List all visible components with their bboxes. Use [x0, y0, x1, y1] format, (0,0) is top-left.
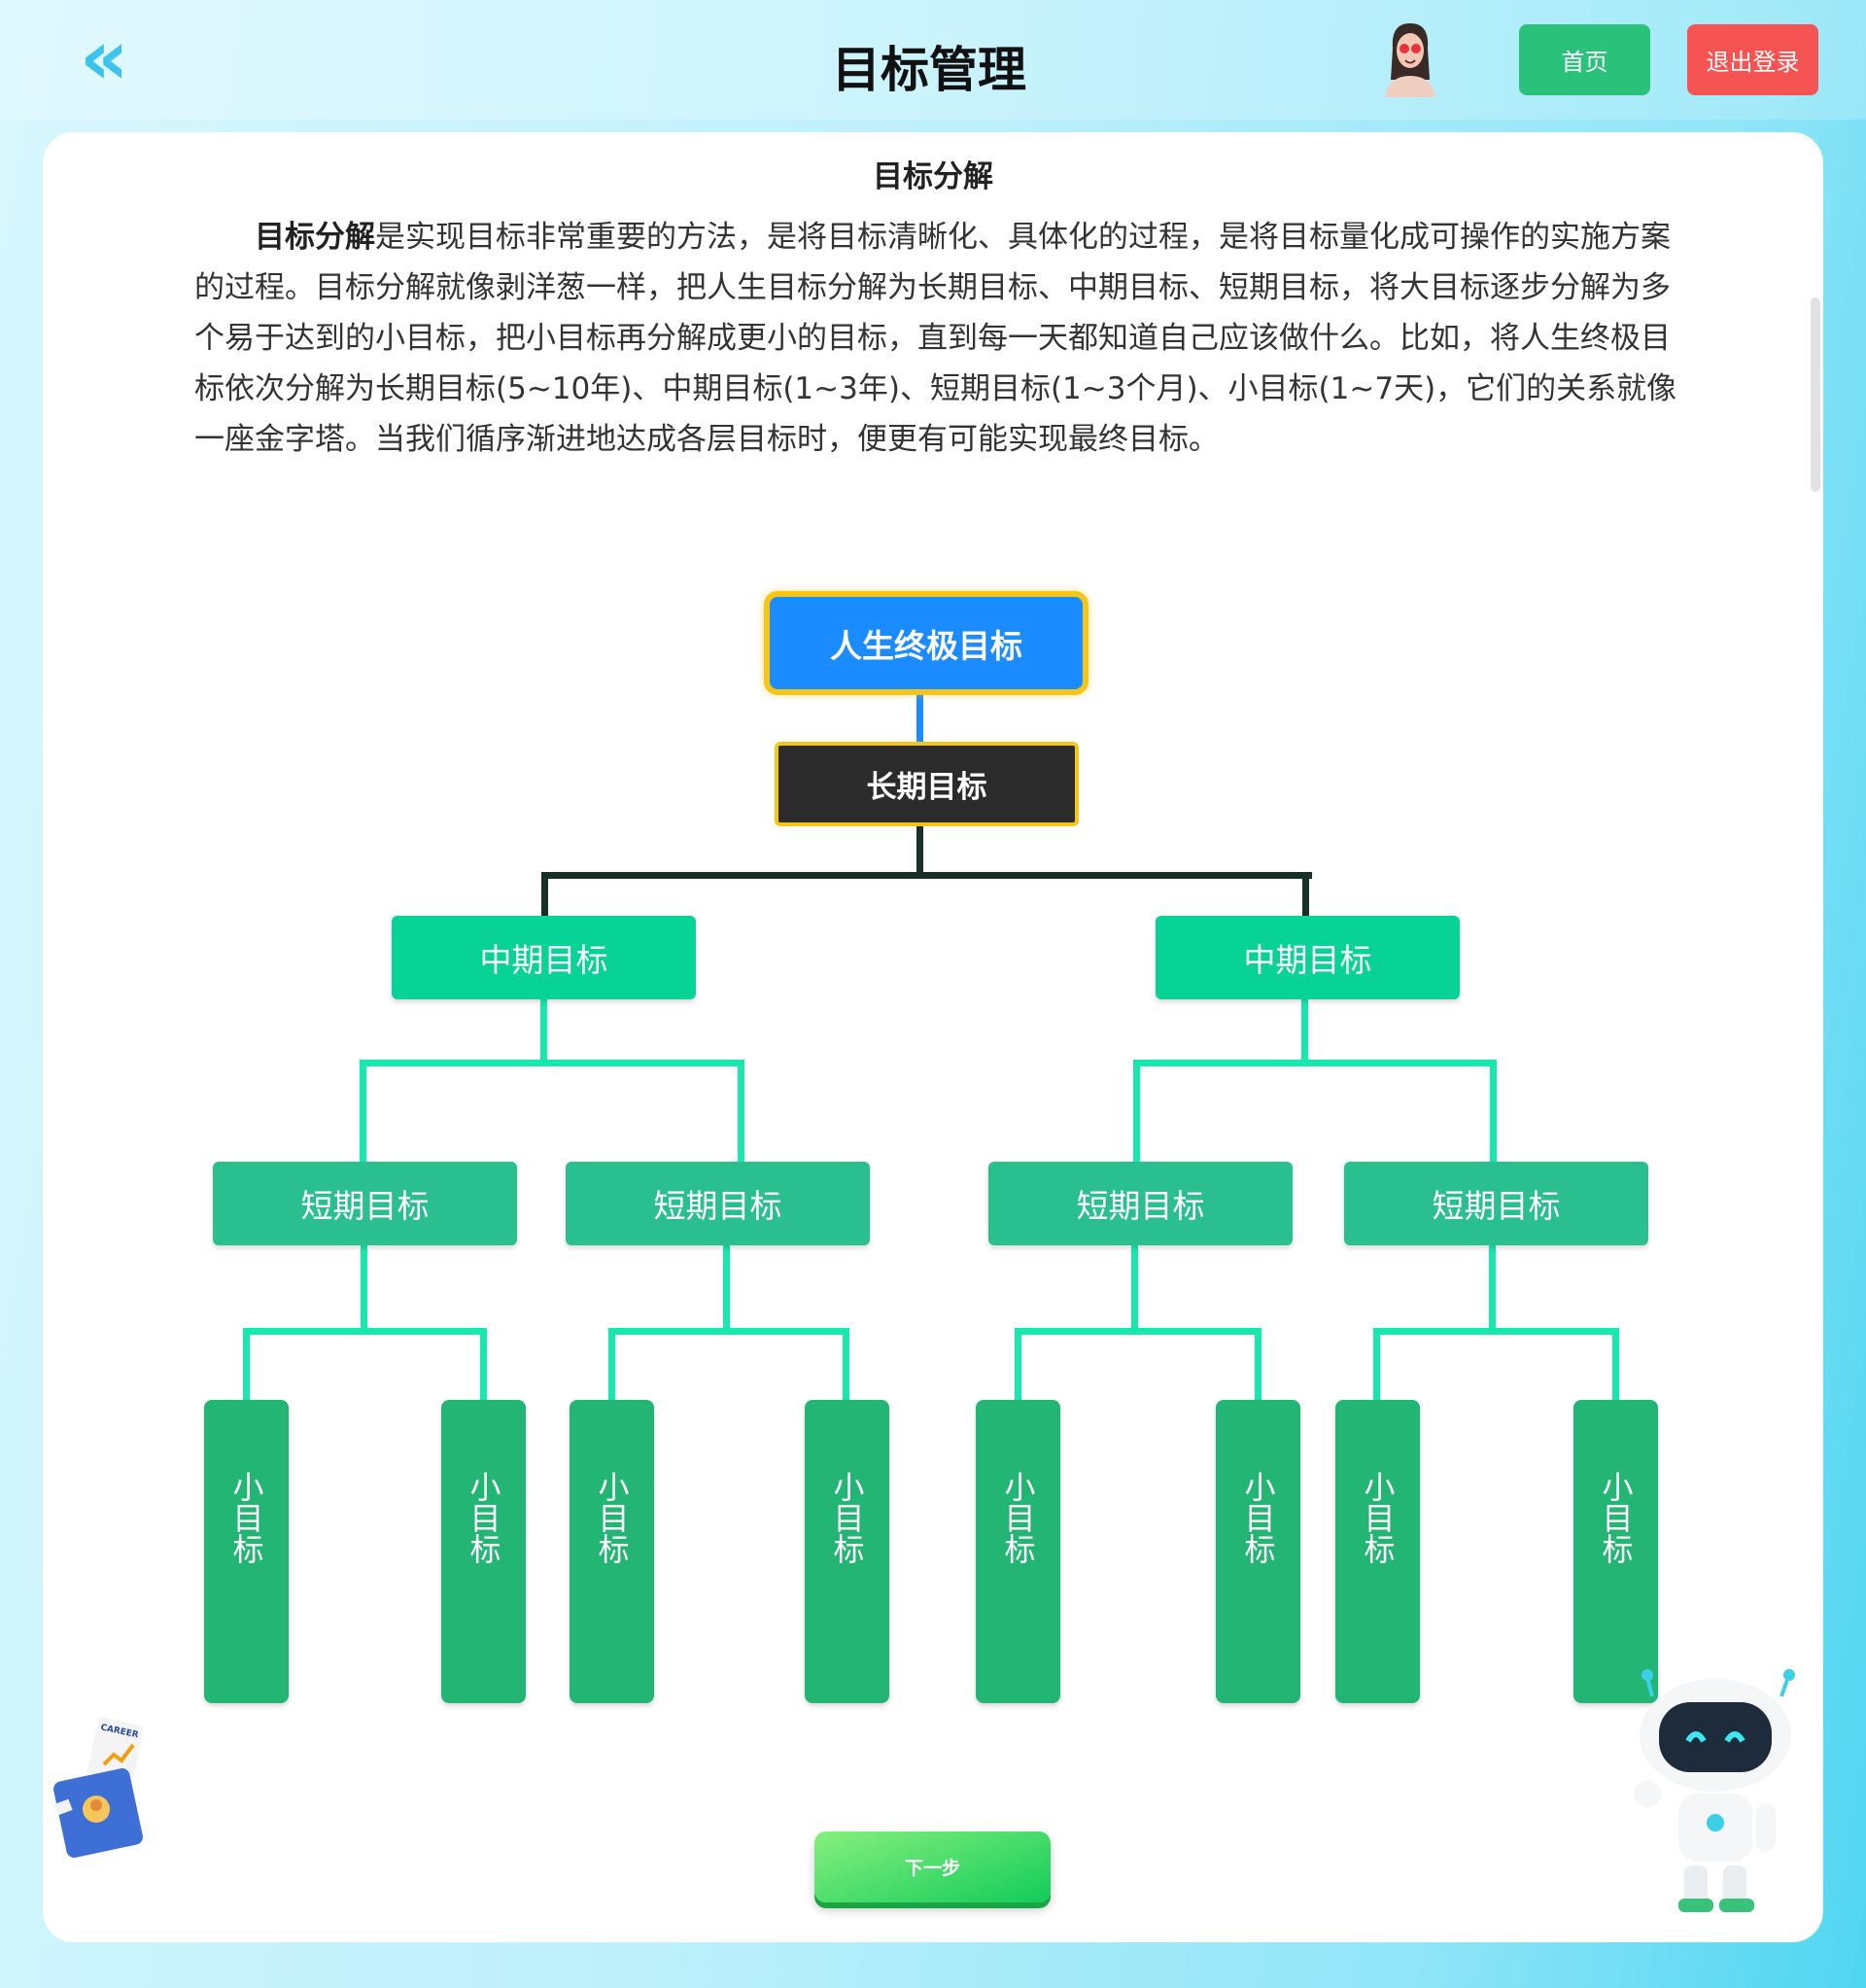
double-chevron-left-icon[interactable]: « [80, 15, 128, 102]
scrollbar[interactable] [1811, 297, 1820, 492]
page-title: 目标管理 [832, 42, 1026, 98]
node-short-term-goal: 短期目标 [988, 1162, 1293, 1245]
connector [480, 1328, 487, 1400]
connector [723, 1245, 730, 1333]
intro-body: 是实现目标非常重要的方法，是将目标清晰化、具体化的过程，是将目标量化成可操作的实… [194, 220, 1677, 457]
node-mid-term-goal: 中期目标 [392, 916, 696, 999]
intro-paragraph: 目标分解是实现目标非常重要的方法，是将目标清晰化、具体化的过程，是将目标量化成可… [194, 212, 1691, 465]
node-short-term-goal: 短期目标 [1344, 1162, 1648, 1245]
node-long-term-goal: 长期目标 [775, 742, 1079, 826]
connector [1373, 1328, 1380, 1400]
connector [1490, 1060, 1497, 1162]
connector [360, 1060, 744, 1066]
small-goal-label: 小目标 [828, 1471, 866, 1564]
node-small-goal: 小目标 [1335, 1400, 1420, 1703]
node-small-goal: 小目标 [976, 1400, 1060, 1703]
next-step-button[interactable]: 下一步 [814, 1831, 1051, 1902]
connector [916, 695, 923, 742]
logout-button[interactable]: 退出登录 [1687, 24, 1818, 95]
node-small-goal: 小目标 [570, 1400, 654, 1703]
avatar[interactable] [1375, 19, 1445, 97]
connector [1301, 999, 1308, 1065]
connector [540, 999, 547, 1065]
connector [1015, 1328, 1261, 1335]
small-goal-label: 小目标 [593, 1471, 631, 1564]
connector [360, 1060, 366, 1162]
small-goal-label: 小目标 [227, 1471, 265, 1564]
connector [608, 1328, 615, 1400]
node-small-goal: 小目标 [1573, 1400, 1658, 1703]
node-short-term-goal: 短期目标 [213, 1162, 517, 1245]
connector [243, 1328, 250, 1400]
connector [1612, 1328, 1619, 1400]
small-goal-label: 小目标 [1359, 1471, 1397, 1564]
node-ultimate-goal: 人生终极目标 [764, 591, 1088, 695]
home-button[interactable]: 首页 [1519, 24, 1650, 95]
node-small-goal: 小目标 [204, 1400, 289, 1703]
connector [1489, 1245, 1496, 1333]
connector [1131, 1245, 1138, 1333]
small-goal-label: 小目标 [1597, 1471, 1635, 1564]
connector [1015, 1328, 1021, 1400]
robot-illustration [1618, 1648, 1803, 1920]
connector [1373, 1328, 1619, 1335]
connector [916, 826, 923, 877]
node-short-term-goal: 短期目标 [566, 1162, 870, 1245]
connector [361, 1245, 367, 1333]
connector [843, 1328, 849, 1400]
node-mid-term-goal: 中期目标 [1156, 916, 1460, 999]
node-small-goal: 小目标 [441, 1400, 526, 1703]
small-goal-label: 小目标 [999, 1471, 1037, 1564]
small-goal-label: 小目标 [1239, 1471, 1277, 1564]
connector [1133, 1060, 1140, 1162]
node-small-goal: 小目标 [1216, 1400, 1300, 1703]
connector [541, 872, 548, 916]
connector [243, 1328, 487, 1335]
connector [1133, 1060, 1497, 1066]
content-card [43, 132, 1823, 1942]
connector [608, 1328, 849, 1335]
connector [541, 872, 1312, 879]
connector [1302, 872, 1309, 916]
small-goal-label: 小目标 [465, 1471, 502, 1564]
connector [1255, 1328, 1261, 1400]
connector [738, 1060, 744, 1162]
node-small-goal: 小目标 [805, 1400, 889, 1703]
passport-illustration: CAREER [53, 1716, 151, 1862]
intro-lead: 目标分解 [255, 220, 375, 255]
section-heading: 目标分解 [873, 159, 993, 194]
